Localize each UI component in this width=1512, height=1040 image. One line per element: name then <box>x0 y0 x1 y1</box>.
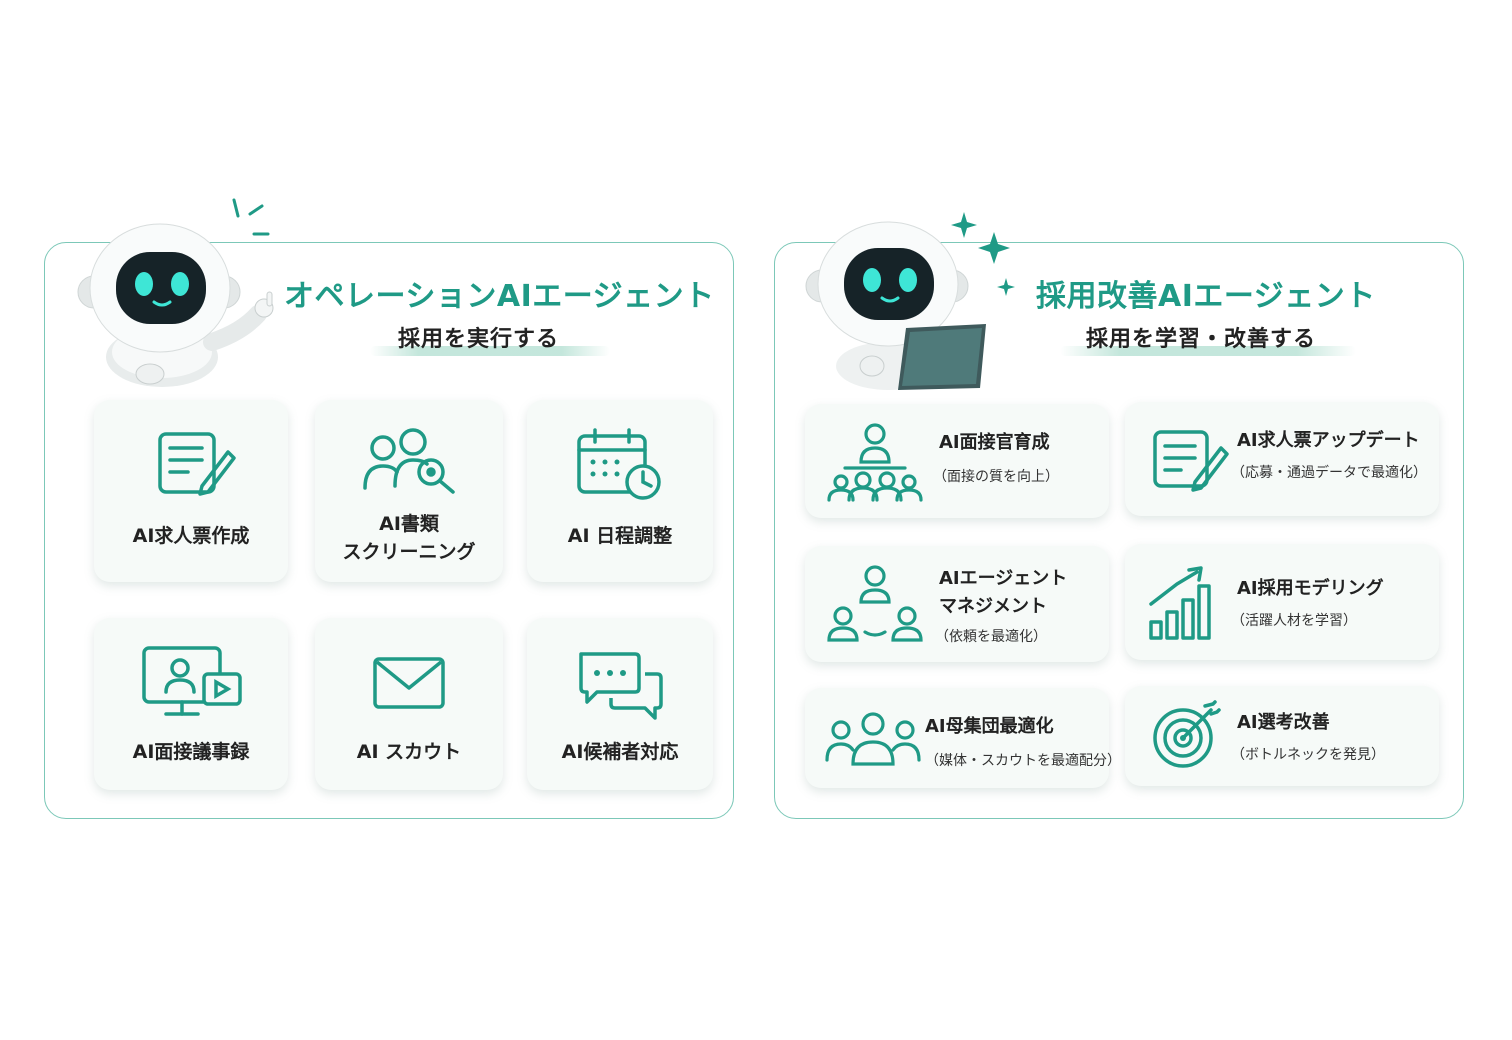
card-label: AI求人票作成 <box>132 525 250 547</box>
card-ai-interviewer-training[interactable]: AI面接官育成 （面接の質を向上） <box>805 404 1109 518</box>
people-search-icon <box>363 428 455 494</box>
card-label: AI母集団最適化 <box>925 716 1054 737</box>
card-sublabel: （媒体・スカウトを最適配分） <box>925 753 1121 769</box>
robot-pointing-illustration <box>77 198 274 387</box>
card-sublabel: （ボトルネックを発見） <box>1231 747 1385 763</box>
envelope-icon <box>373 657 445 709</box>
card-label: AI スカウト <box>356 741 462 763</box>
left-panel-subtitle: 採用を実行する <box>398 327 560 352</box>
card-ai-population-optimization[interactable]: AI母集団最適化 （媒体・スカウトを最適配分） <box>805 688 1121 788</box>
calendar-clock-icon <box>577 428 661 500</box>
video-meeting-icon <box>142 646 242 716</box>
card-label-line2: マネジメント <box>939 596 1047 617</box>
right-panel-subtitle: 採用を学習・改善する <box>1086 327 1317 352</box>
card-sublabel: （活躍人材を学習） <box>1231 613 1357 629</box>
card-sublabel: （依頼を最適化） <box>935 629 1047 645</box>
card-ai-job-posting[interactable]: AI求人票作成 <box>94 400 288 582</box>
group-icon <box>825 712 921 766</box>
robot-tablet-illustration <box>805 212 1015 390</box>
card-label-line1: AI書類 <box>379 513 439 535</box>
card-label: AI 日程調整 <box>567 525 673 547</box>
card-label-line1: AIエージェント <box>939 568 1068 589</box>
card-label: AI面接議事録 <box>132 741 250 763</box>
left-subtitle-brush <box>370 346 610 356</box>
card-label: AI求人票アップデート <box>1237 430 1420 451</box>
right-panel-title: 採用改善AIエージェント <box>1036 279 1376 314</box>
card-label: AI採用モデリング <box>1237 578 1384 599</box>
card-label: AI候補者対応 <box>561 741 679 763</box>
left-panel-title: オペレーションAIエージェント <box>284 279 715 314</box>
card-ai-agent-management[interactable]: AIエージェント マネジメント （依頼を最適化） <box>805 546 1109 662</box>
card-ai-schedule[interactable]: AI 日程調整 <box>527 400 713 582</box>
card-ai-job-posting-update[interactable]: AI求人票アップデート （応募・通過データで最適化） <box>1125 402 1439 516</box>
agent-network-icon <box>827 565 923 642</box>
card-label: AI選考改善 <box>1237 712 1330 733</box>
card-ai-hiring-modeling[interactable]: AI採用モデリング （活躍人材を学習） <box>1125 544 1439 660</box>
card-ai-document-screening[interactable]: AI書類 スクリーニング <box>315 400 503 582</box>
chat-bubbles-icon <box>579 652 663 720</box>
target-icon <box>1153 700 1221 768</box>
card-ai-candidate-response[interactable]: AI候補者対応 <box>527 618 713 790</box>
right-subtitle-brush <box>1060 346 1356 356</box>
document-edit-icon <box>158 432 236 496</box>
card-label-line2: スクリーニング <box>342 541 476 563</box>
card-ai-scout[interactable]: AI スカウト <box>315 618 503 790</box>
card-sublabel: （面接の質を向上） <box>933 469 1059 485</box>
card-ai-interview-minutes[interactable]: AI面接議事録 <box>94 618 288 790</box>
growth-chart-icon <box>1149 566 1211 640</box>
card-label: AI面接官育成 <box>939 432 1050 453</box>
interviewer-group-icon <box>827 423 923 502</box>
card-ai-selection-improvement[interactable]: AI選考改善 （ボトルネックを発見） <box>1125 686 1439 786</box>
card-sublabel: （応募・通過データで最適化） <box>1231 465 1427 481</box>
document-edit-icon <box>1153 430 1229 492</box>
